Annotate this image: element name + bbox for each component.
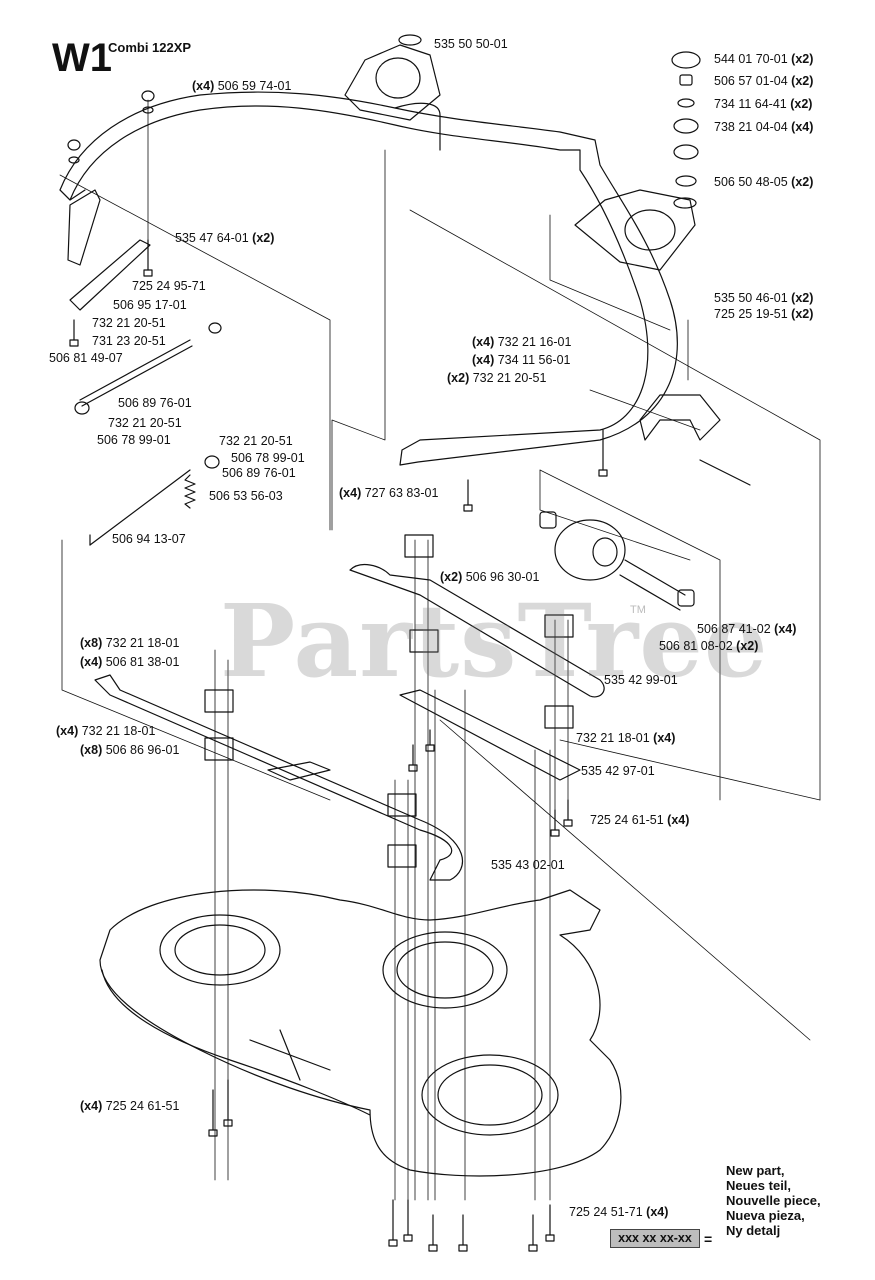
part-callout: 732 21 20-51	[92, 316, 166, 330]
part-callout: (x8) 506 86 96-01	[80, 743, 180, 757]
part-callout: 738 21 04-04 (x4)	[714, 120, 814, 134]
legend: New part, Neues teil, Nouvelle piece, Nu…	[726, 1163, 821, 1238]
part-callout: 544 01 70-01 (x2)	[714, 52, 814, 66]
part-callout: 535 42 97-01	[581, 764, 655, 778]
part-callout: (x4) 732 21 16-01	[472, 335, 572, 349]
bolts	[69, 239, 751, 1252]
part-callout: (x4) 734 11 56-01	[472, 353, 571, 367]
mower-deck	[99, 889, 622, 1177]
part-callout: 506 89 76-01	[118, 396, 192, 410]
part-callout: (x4) 506 81 38-01	[80, 655, 180, 669]
part-callout: (x4) 725 24 61-51	[80, 1099, 180, 1113]
legend-line: New part,	[726, 1163, 785, 1178]
part-callout: 506 81 49-07	[49, 351, 123, 365]
part-callout: 506 94 13-07	[112, 532, 186, 546]
watermark: PartsTree	[220, 582, 769, 700]
part-callout: 506 50 48-05 (x2)	[714, 175, 814, 189]
legend-line: Neues teil,	[726, 1178, 792, 1193]
part-callout: (x4) 506 59 74-01	[192, 79, 292, 93]
legend-line: Nueva pieza,	[726, 1208, 805, 1223]
part-callout: 732 21 20-51	[108, 416, 182, 430]
part-callout: 535 47 64-01 (x2)	[175, 231, 275, 245]
model-name: Combi 122XP	[108, 40, 192, 55]
part-callout: 725 24 95-71	[132, 279, 206, 293]
part-callout: 506 78 99-01	[231, 451, 305, 465]
watermark-tm: TM	[630, 604, 646, 616]
part-callout: (x8) 732 21 18-01	[80, 636, 180, 650]
part-callout: 734 11 64-41 (x2)	[714, 97, 813, 111]
part-callout: 506 57 01-04 (x2)	[714, 74, 814, 88]
deck-hangers	[94, 534, 605, 881]
part-callout: 535 43 02-01	[491, 858, 565, 872]
part-callout: 725 24 51-71 (x4)	[569, 1205, 669, 1219]
part-callout: 506 87 41-02 (x4)	[697, 622, 797, 636]
legend-line: Nouvelle piece,	[726, 1193, 821, 1208]
part-callout: 725 25 19-51 (x2)	[714, 307, 814, 321]
part-callout: 506 89 76-01	[222, 466, 296, 480]
legend-line: Ny detalj	[726, 1223, 781, 1238]
part-callout: 535 50 46-01 (x2)	[714, 291, 814, 305]
part-callout: (x2) 732 21 20-51	[447, 371, 547, 385]
deck-wheel	[539, 511, 695, 611]
pivot-brackets	[344, 34, 721, 441]
part-callout: (x4) 732 21 18-01	[56, 724, 156, 738]
top-right-hardware	[67, 51, 701, 187]
springs-and-links	[74, 322, 222, 509]
part-callout: 506 81 08-02 (x2)	[659, 639, 759, 653]
legend-equals: =	[704, 1231, 713, 1247]
diagram-code: W1	[52, 36, 112, 80]
rods	[79, 339, 193, 546]
part-callout: 506 53 56-03	[209, 489, 283, 503]
part-callout: 732 21 18-01 (x4)	[576, 731, 676, 745]
legend-new-part-box: xxx xx xx-xx	[610, 1229, 700, 1248]
part-callout: (x4) 727 63 83-01	[339, 486, 439, 500]
part-callout: 725 24 61-51 (x4)	[590, 813, 690, 827]
part-callout: (x2) 506 96 30-01	[440, 570, 540, 584]
part-callout: 731 23 20-51	[92, 334, 166, 348]
part-callout: 732 21 20-51	[219, 434, 293, 448]
part-callout: 535 42 99-01	[604, 673, 678, 687]
part-callout: 506 95 17-01	[113, 298, 187, 312]
part-callout: 506 78 99-01	[97, 433, 171, 447]
part-callout: 535 50 50-01	[434, 37, 508, 51]
